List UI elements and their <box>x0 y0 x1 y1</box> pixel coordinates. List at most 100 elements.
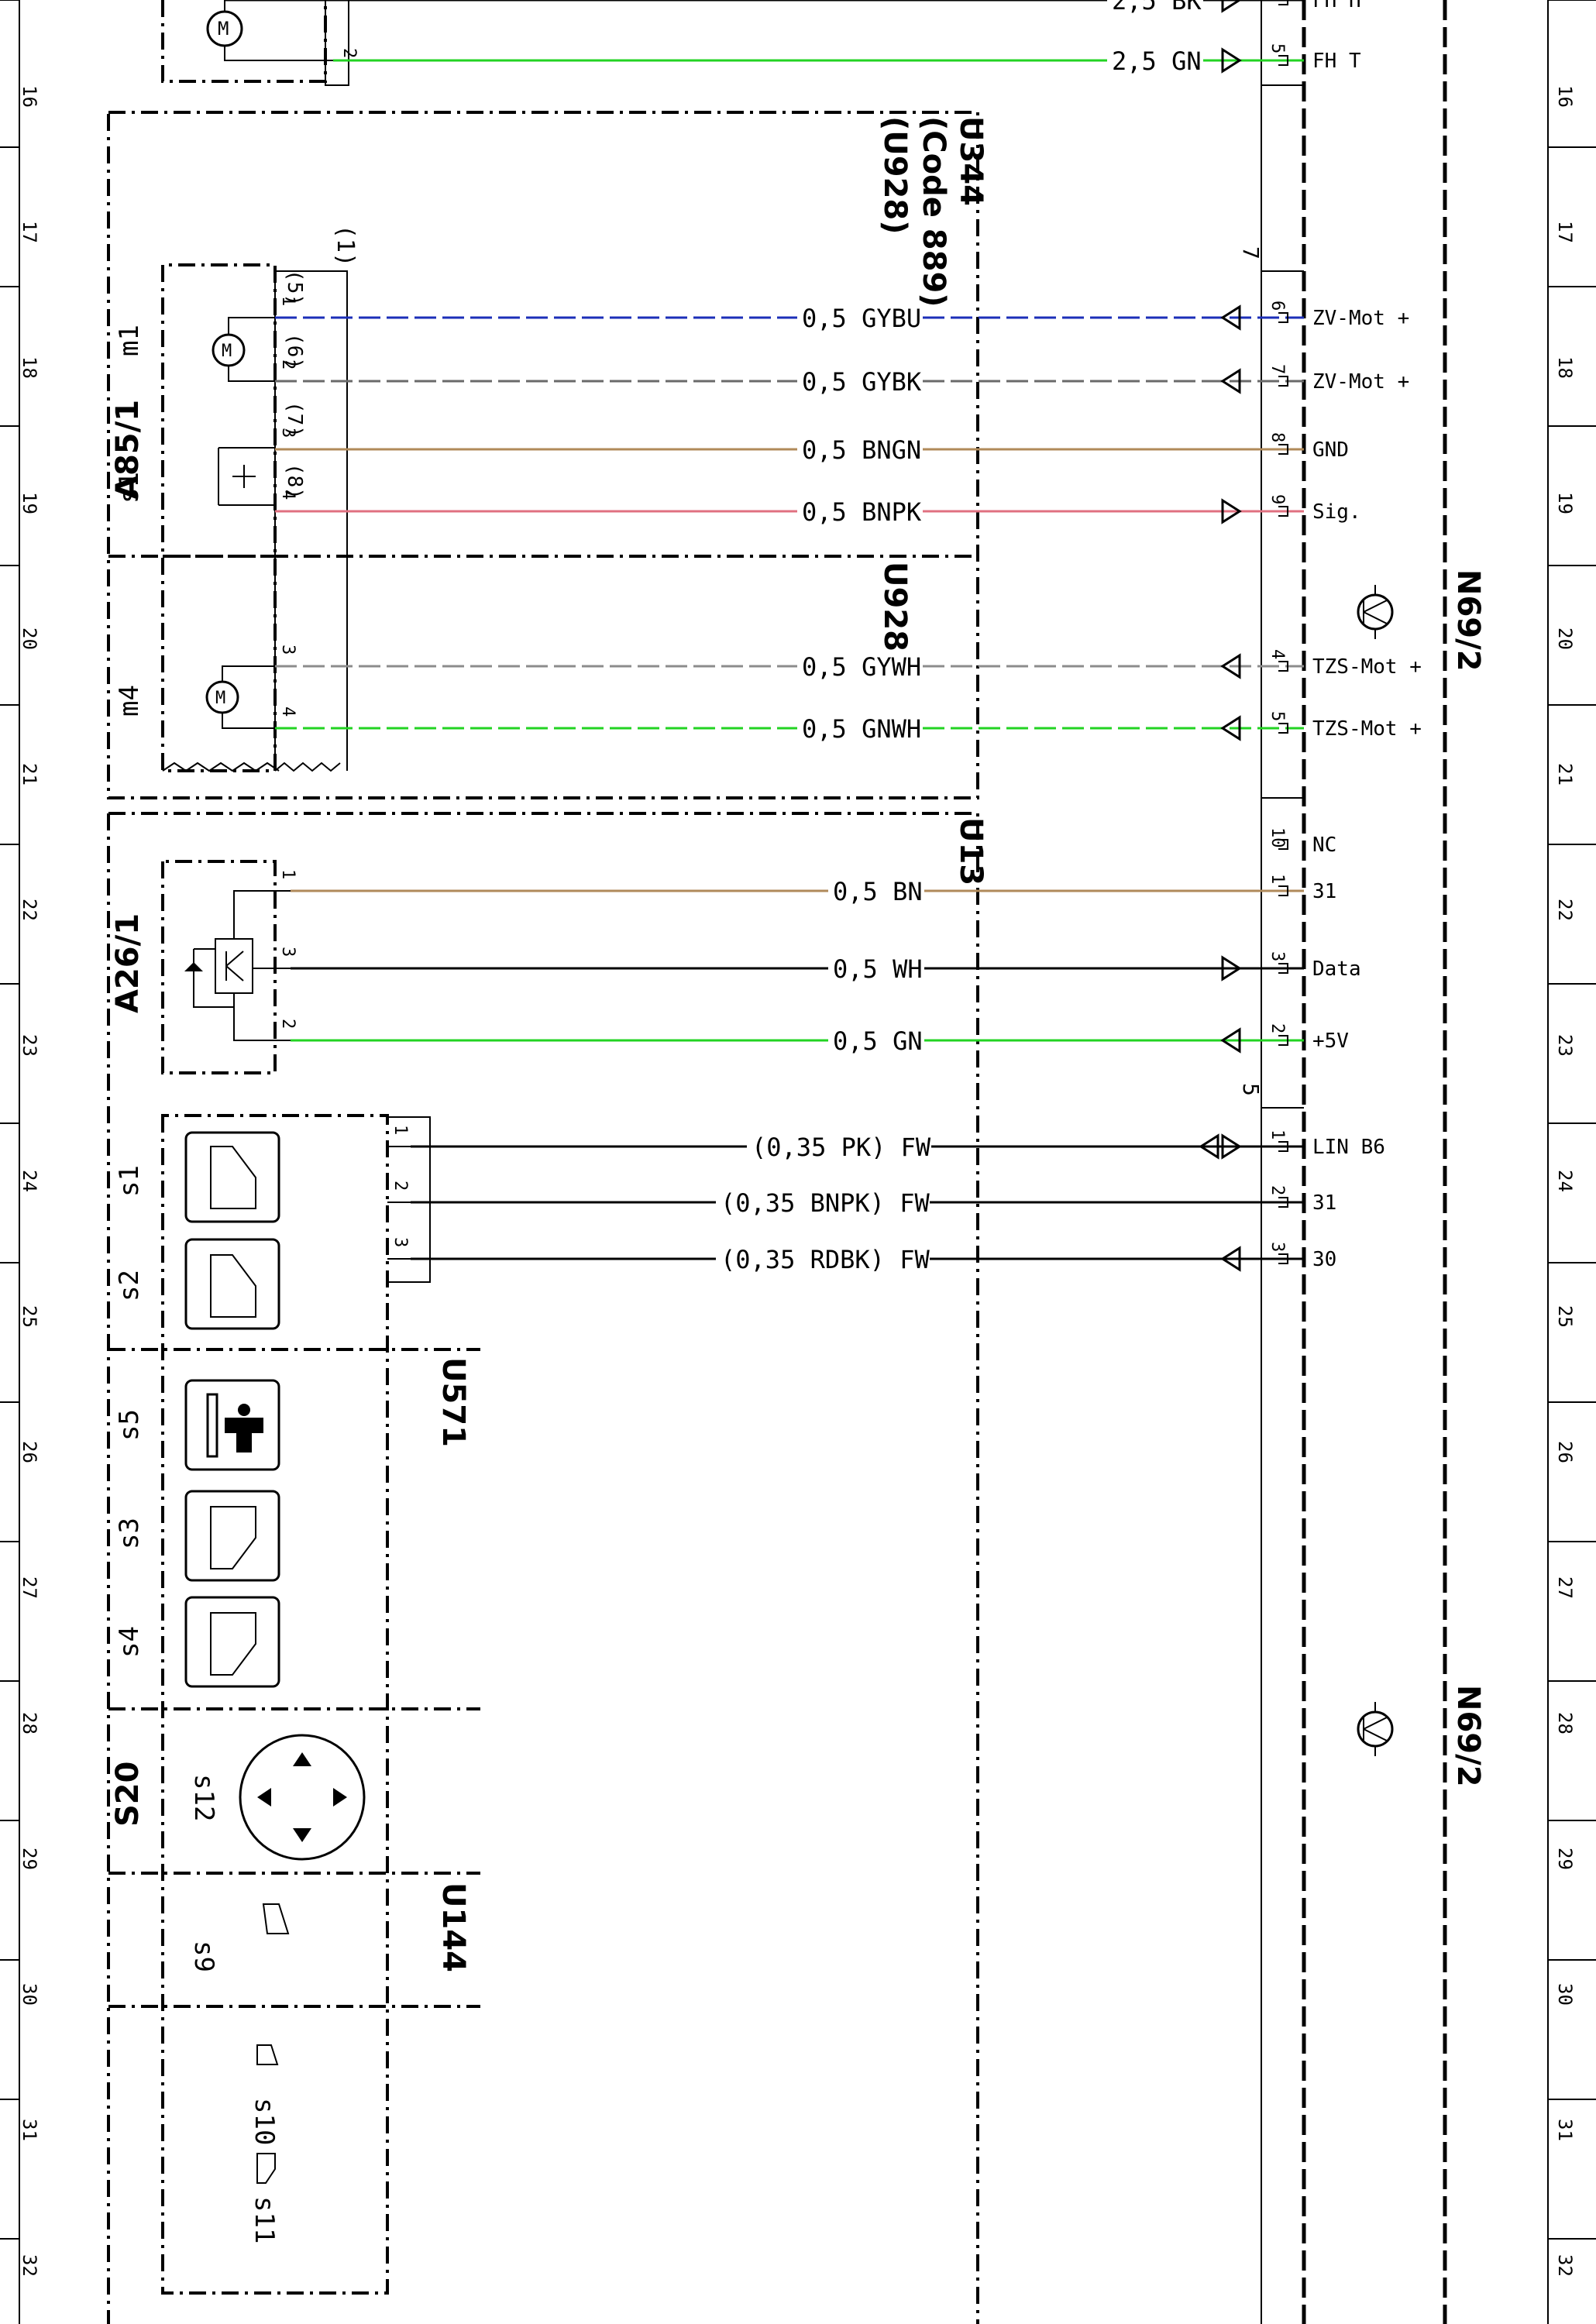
pin-number-left: 4 <box>278 490 298 500</box>
row-number: 26 <box>19 1441 40 1463</box>
pin-number-right: 3 <box>1268 1242 1287 1252</box>
row-number: 30 <box>19 1983 40 2006</box>
svg-text:s9: s9 <box>188 1941 219 1972</box>
signal-name: GND <box>1312 438 1349 462</box>
signal-name: Sig. <box>1312 500 1361 524</box>
svg-text:s1: s1 <box>114 1165 145 1197</box>
label-u344-u928: (U928) <box>877 116 913 235</box>
row-number: 29 <box>1554 1848 1576 1870</box>
pin-number-left: 3 <box>278 428 298 438</box>
signal-name: FH T <box>1312 50 1361 73</box>
label-a85-1: A85/1 <box>110 400 146 500</box>
arrow-icon <box>1221 1133 1242 1160</box>
arrow-icon <box>1220 653 1241 679</box>
label-s20: S20 <box>110 1762 146 1827</box>
row-number: 24 <box>1554 1170 1576 1192</box>
signal-name: LIN B6 <box>1312 1136 1385 1159</box>
pin-number-right: 3 <box>1268 951 1287 961</box>
row-number: 32 <box>1554 2254 1576 2277</box>
wire: 2,5 BK FH H <box>225 0 1361 15</box>
wire-label: 0,5 GYBU <box>802 304 921 333</box>
component-a85-1: M M <box>161 263 348 772</box>
arrow-icon <box>1221 0 1242 13</box>
pin-number-right: 8 <box>1268 432 1287 442</box>
pin-number-left: 1 <box>278 869 298 879</box>
arrow-icon <box>1221 498 1242 524</box>
label-u571: U571 <box>435 1357 471 1447</box>
signal-name: 31 <box>1312 880 1336 903</box>
pin-number-right: 2 <box>1268 1023 1287 1033</box>
row-number: 17 <box>1554 221 1576 243</box>
window-switch-icon <box>184 1490 280 1582</box>
top-motor-box: M 2 <box>161 0 359 86</box>
label-u13: U13 <box>953 817 989 885</box>
pin-number-right: 10 <box>1268 827 1287 848</box>
wire-label: 0,5 GNWH <box>802 714 921 744</box>
arrow-icon <box>1221 47 1242 74</box>
zone-u344 <box>107 111 979 799</box>
wire-label: (0,35 PK) FW <box>752 1133 931 1162</box>
row-number: 19 <box>1554 492 1576 514</box>
pin-number-left: 1 <box>390 1125 410 1135</box>
wire-label: 0,5 GYWH <box>802 652 921 682</box>
wire-label: 0,5 BN <box>833 877 923 906</box>
row-number: 22 <box>1554 899 1576 921</box>
pin-number-left: 3 <box>278 947 298 957</box>
wire-label: (0,35 BNPK) FW <box>721 1188 930 1218</box>
pin-number-left: 2 <box>390 1181 410 1191</box>
row-number: 25 <box>19 1305 40 1328</box>
transistor-icon <box>184 890 275 1041</box>
svg-text:s10: s10 <box>249 2098 280 2145</box>
row-number: 26 <box>1554 1441 1576 1463</box>
row-number: 23 <box>19 1034 40 1057</box>
row-number: 28 <box>1554 1712 1576 1734</box>
svg-text:s11: s11 <box>249 2196 280 2243</box>
svg-text:m4: m4 <box>114 685 145 717</box>
svg-text:s1: s1 <box>114 472 145 504</box>
arrow-icon <box>1220 1246 1241 1272</box>
pin-number-left: 1 <box>278 296 298 306</box>
row-number: 27 <box>19 1576 40 1599</box>
row-number: 24 <box>19 1170 40 1192</box>
signal-name: TZS-Mot + <box>1312 717 1422 741</box>
arrow-icon <box>1220 715 1241 741</box>
label-n69-2-top: N69/2 <box>1450 569 1486 672</box>
ground-symbol-icon <box>1357 585 1394 639</box>
row-number: 32 <box>19 2254 40 2277</box>
window-switch-icon <box>184 1596 280 1688</box>
svg-text:s12: s12 <box>188 1774 219 1821</box>
pin-number-left: 2 <box>278 1019 298 1029</box>
arrow-icon <box>1220 304 1241 331</box>
row-number: 28 <box>19 1712 40 1734</box>
signal-name: NC <box>1312 834 1336 857</box>
window-switch-icon <box>262 1903 290 1934</box>
row-number: 16 <box>19 85 40 108</box>
label-u344: U344 <box>953 116 989 206</box>
row-number: 31 <box>19 2119 40 2141</box>
svg-text:s4: s4 <box>114 1626 145 1658</box>
pin-number-alt: (7) <box>283 401 306 438</box>
svg-text:m1: m1 <box>114 325 145 356</box>
pin-number-alt: (8) <box>283 463 306 500</box>
pin-number-right: 1 <box>1268 874 1287 884</box>
row-number: 21 <box>1554 763 1576 786</box>
signal-name: ZV-Mot + <box>1312 307 1409 330</box>
pin-number-alt: (6) <box>283 333 306 370</box>
row-number: 16 <box>1554 85 1576 108</box>
child-lock-icon <box>184 1379 280 1471</box>
wire-label: 2,5 BK <box>1112 0 1202 15</box>
signal-name: FH H <box>1312 0 1361 12</box>
pin-number-right: 5 <box>1268 711 1287 721</box>
switch-icon <box>218 447 275 506</box>
svg-text:s2: s2 <box>114 1270 145 1301</box>
label-conn-1: (1) <box>332 225 359 266</box>
pin-number-right: 4 <box>1268 649 1287 659</box>
pin-number-alt: (5) <box>283 270 306 306</box>
